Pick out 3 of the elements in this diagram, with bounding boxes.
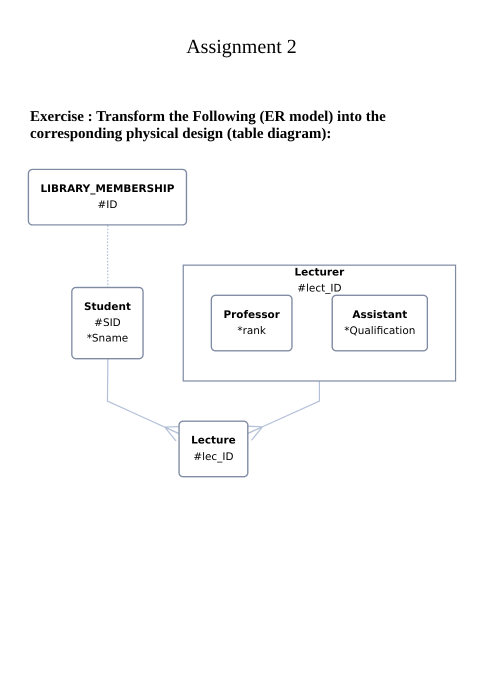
title: Assignment 2 bbox=[185, 36, 298, 59]
instruction-text: Exercise : Transform the Following (ER model) into the corresponding physical design (table diagram): bbox=[30, 109, 387, 143]
connector bbox=[106, 225, 108, 288]
